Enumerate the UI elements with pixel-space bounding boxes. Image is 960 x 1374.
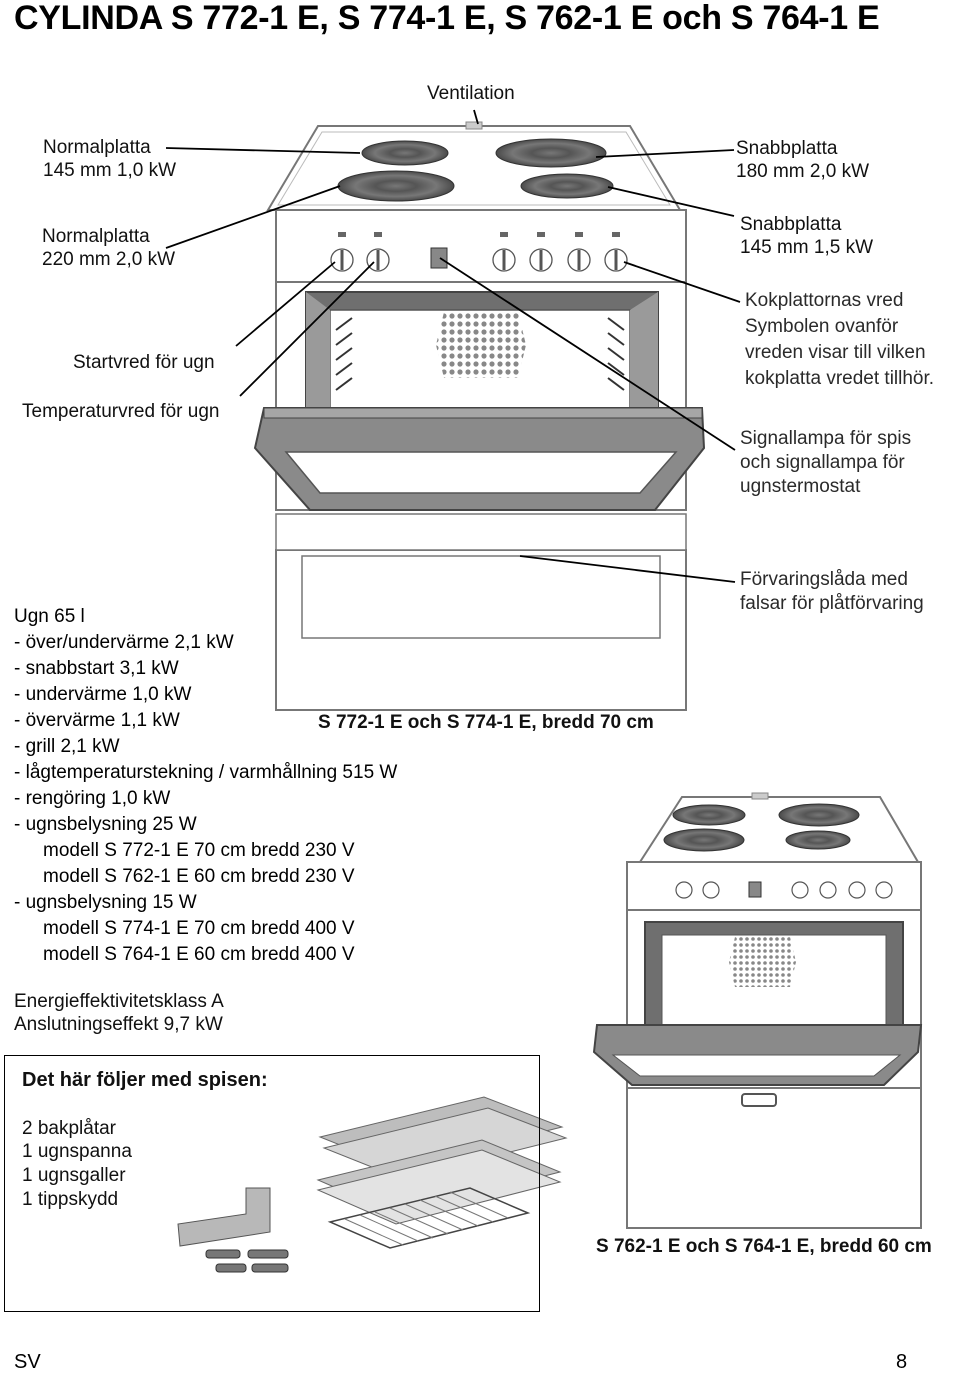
spec-item: - ugnsbelysning 25 W: [14, 814, 197, 835]
label-fast145-line2: 145 mm 1,5 kW: [740, 237, 874, 258]
included-item: 1 tippskydd: [22, 1189, 119, 1210]
hotplate-145-fast: [520, 173, 614, 199]
footer-language: SV: [14, 1351, 41, 1373]
oven-specifications: Ugn 65 l - över/undervärme 2,1 kW - snab…: [14, 604, 397, 968]
label-ventilation: Ventilation: [427, 83, 515, 104]
hotplate-220-normal: [337, 170, 455, 202]
spec-oven-volume: Ugn 65 l: [14, 606, 85, 627]
label-knobs-line1: Kokplattornas vred: [745, 290, 904, 311]
label-fast145-line1: Snabbplatta: [740, 214, 842, 235]
label-knobs-line3: vreden visar till vilken: [745, 342, 926, 363]
label-normal145-line1: Normalplatta: [43, 137, 151, 158]
included-item: 2 bakplåtar: [22, 1118, 117, 1139]
spec-item: - rengöring 1,0 kW: [14, 788, 171, 809]
label-start-knob: Startvred för ugn: [73, 352, 215, 373]
label-fast180-line2: 180 mm 2,0 kW: [736, 161, 870, 182]
spec-model: modell S 762-1 E 60 cm bredd 230 V: [43, 866, 355, 887]
hotplate-145-normal: [361, 140, 449, 166]
label-drawer-line2: falsar för plåtförvaring: [740, 593, 924, 614]
spec-model: modell S 774-1 E 70 cm bredd 400 V: [43, 918, 355, 939]
included-items-box: [4, 1055, 540, 1312]
spec-item: - övervärme 1,1 kW: [14, 710, 180, 731]
footer-page-number: 8: [896, 1351, 908, 1373]
accessories-drawing: [177, 1096, 568, 1273]
label-knobs-line2: Symbolen ovanför: [745, 316, 899, 337]
connection-power: Anslutningseffekt 9,7 kW: [14, 1014, 223, 1035]
page-title: CYLINDA S 772-1 E, S 774-1 E, S 762-1 E …: [14, 0, 880, 37]
callout-lines: [165, 109, 741, 583]
spec-model: modell S 764-1 E 60 cm bredd 400 V: [43, 944, 355, 965]
spec-item: - över/undervärme 2,1 kW: [14, 632, 234, 653]
stove-70cm-drawing: [253, 121, 706, 711]
label-fast180-line1: Snabbplatta: [736, 138, 838, 159]
included-item: 1 ugnspanna: [22, 1141, 132, 1162]
spec-item: - ugnsbelysning 15 W: [14, 892, 197, 913]
hotplate-180-fast: [495, 138, 607, 168]
included-item: 1 ugnsgaller: [22, 1165, 126, 1186]
energy-class: Energieffektivitetsklass A: [14, 991, 224, 1012]
spec-item: - undervärme 1,0 kW: [14, 684, 192, 705]
spec-item: - snabbstart 3,1 kW: [14, 658, 179, 679]
stove-60cm-drawing: [592, 792, 923, 1229]
label-drawer-line1: Förvaringslåda med: [740, 569, 908, 590]
label-signal-line2: och signallampa för: [740, 452, 905, 473]
included-heading: Det här följer med spisen:: [22, 1069, 268, 1091]
label-normal220-line1: Normalplatta: [42, 226, 150, 247]
label-normal145-line2: 145 mm 1,0 kW: [43, 160, 177, 181]
label-normal220-line2: 220 mm 2,0 kW: [42, 249, 176, 270]
label-signal-line3: ugnstermostat: [740, 476, 861, 497]
spec-model: modell S 772-1 E 70 cm bredd 230 V: [43, 840, 355, 861]
label-knobs-line4: kokplatta vredet tillhör.: [745, 368, 935, 389]
label-temp-knob: Temperaturvred för ugn: [22, 401, 220, 422]
spec-item: - lågtemperaturstekning / varmhållning 5…: [14, 762, 398, 783]
label-signal-line1: Signallampa för spis: [740, 428, 912, 449]
caption-model-60cm: S 762-1 E och S 764-1 E, bredd 60 cm: [596, 1236, 932, 1257]
caption-model-70cm: S 772-1 E och S 774-1 E, bredd 70 cm: [318, 712, 654, 733]
spec-item: - grill 2,1 kW: [14, 736, 120, 757]
